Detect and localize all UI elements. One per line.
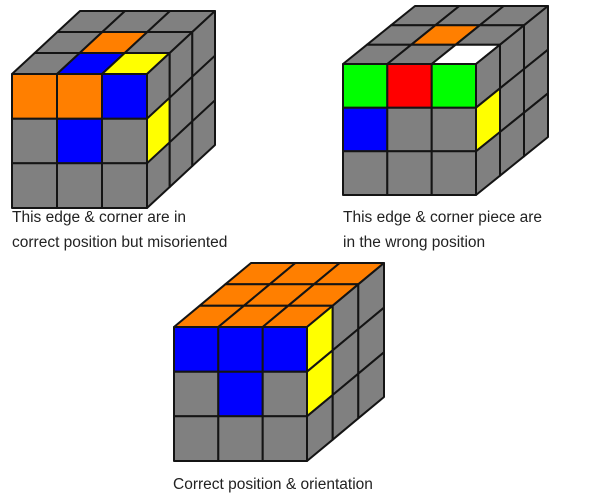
front-sticker-r3-c3 [261,415,308,462]
front-sticker-r2-c3 [430,106,477,153]
caption-misoriented-line-2: correct position but misoriented [12,234,227,251]
front-sticker-r3-c2 [386,150,433,196]
front-sticker-r2-c2 [217,370,264,418]
front-face [11,73,148,209]
right-sticker-r3-c3 [357,351,385,420]
front-sticker-r3-c1 [11,162,58,209]
front-sticker-r1-c1 [173,326,220,373]
cube-solved [173,262,385,462]
right-face [306,262,385,462]
caption-wrong-position-line-2: in the wrong position [343,234,485,251]
front-face [342,63,477,196]
right-face [146,10,216,209]
top-face [342,5,549,65]
front-sticker-r2-c2 [56,117,103,165]
front-sticker-r1-c2 [386,63,433,109]
top-face [173,262,385,328]
right-face [475,5,549,196]
front-sticker-r1-c1 [342,63,389,109]
front-sticker-r1-c2 [56,73,103,120]
cube-misoriented [11,10,216,209]
front-sticker-r1-c3 [101,73,148,120]
right-sticker-r3-c3 [523,92,549,158]
front-face [173,326,308,462]
right-sticker-r3-c3 [191,99,216,167]
caption-solved: Correct position & orientation [173,476,373,493]
caption-misoriented-line-1: This edge & corner are in [12,209,186,226]
front-sticker-r3-c1 [173,415,220,462]
front-sticker-r3-c2 [217,415,264,462]
front-sticker-r3-c3 [101,162,148,209]
front-sticker-r2-c1 [11,117,58,165]
front-sticker-r2-c3 [261,370,308,418]
front-sticker-r3-c1 [342,150,389,196]
caption-wrong-position-line-1: This edge & corner piece are [343,209,542,226]
front-sticker-r2-c1 [173,370,220,418]
front-sticker-r2-c1 [342,106,389,153]
front-sticker-r2-c2 [386,106,433,153]
front-sticker-r2-c3 [101,117,148,165]
front-sticker-r1-c1 [11,73,58,120]
front-sticker-r1-c3 [430,63,477,109]
front-sticker-r3-c2 [56,162,103,209]
front-sticker-r3-c3 [430,150,477,196]
front-sticker-r1-c2 [217,326,264,373]
front-sticker-r1-c3 [261,326,308,373]
cube-wrong-position [342,5,549,196]
